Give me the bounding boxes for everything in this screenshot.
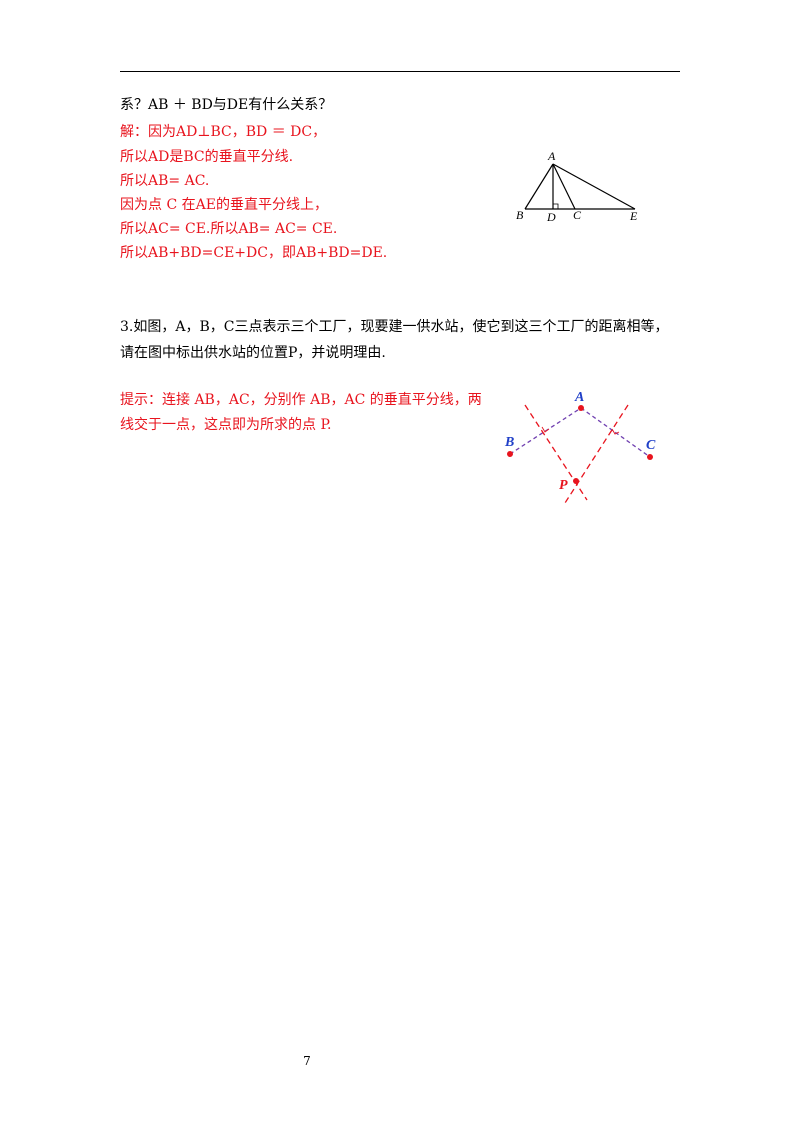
solution-line-3: 所以AB= AC. bbox=[120, 173, 210, 189]
label-c: C bbox=[646, 438, 656, 453]
label-b: B bbox=[516, 208, 524, 222]
right-angle-mark-ab bbox=[541, 426, 550, 433]
label-e: E bbox=[629, 209, 638, 223]
page-number: 7 bbox=[303, 1054, 311, 1068]
segment-ae bbox=[552, 163, 636, 210]
label-d: D bbox=[546, 210, 556, 224]
point-a bbox=[578, 405, 584, 411]
problem3-question-line-2: 请在图中标出供水站的位置P，并说明理由. bbox=[120, 345, 386, 361]
solution-line-4: 因为点 C 在AE的垂直平分线上， bbox=[120, 197, 328, 213]
right-angle-mark bbox=[553, 203, 559, 209]
segment-ab bbox=[524, 163, 554, 210]
problem3-question-line-1: 3.如图，A，B，C三点表示三个工厂，现要建一供水站，使它到这三个工厂的距离相等… bbox=[120, 319, 669, 335]
bisector-figure: A B C P bbox=[504, 390, 656, 504]
header-rule bbox=[120, 71, 680, 72]
hint-line-2: 线交于一点，这点即为所求的点 P. bbox=[120, 417, 332, 433]
point-c bbox=[647, 454, 653, 460]
bisector-ac bbox=[564, 404, 629, 504]
label-c: C bbox=[573, 208, 582, 222]
bisector-ab bbox=[524, 404, 588, 501]
point-p bbox=[573, 478, 579, 484]
solution-line-5: 所以AC= CE.所以AB= AC= CE. bbox=[120, 221, 338, 237]
point-b bbox=[507, 451, 513, 457]
right-angle-mark-ac bbox=[611, 428, 620, 435]
label-a: A bbox=[547, 149, 556, 163]
problem2-question-tail: 系？AB ＋ BD与DE有什么关系？ bbox=[120, 97, 333, 113]
segment-ac bbox=[552, 163, 576, 210]
label-p: P bbox=[559, 478, 568, 493]
label-b: B bbox=[504, 435, 514, 450]
triangle-figure: A B D C E bbox=[516, 149, 638, 224]
hint-line-1: 提示：连接 AB，AC，分别作 AB，AC 的垂直平分线，两 bbox=[120, 392, 482, 408]
solution-line-6: 所以AB+BD=CE+DC，即AB+BD=DE. bbox=[120, 245, 388, 261]
solution-line-2: 所以AD是BC的垂直平分线. bbox=[120, 149, 294, 165]
solution-line-1: 解：因为AD⊥BC，BD ＝ DC， bbox=[120, 124, 327, 140]
label-a: A bbox=[574, 390, 584, 405]
segment-ab bbox=[509, 407, 582, 455]
segment-ac bbox=[580, 407, 651, 458]
